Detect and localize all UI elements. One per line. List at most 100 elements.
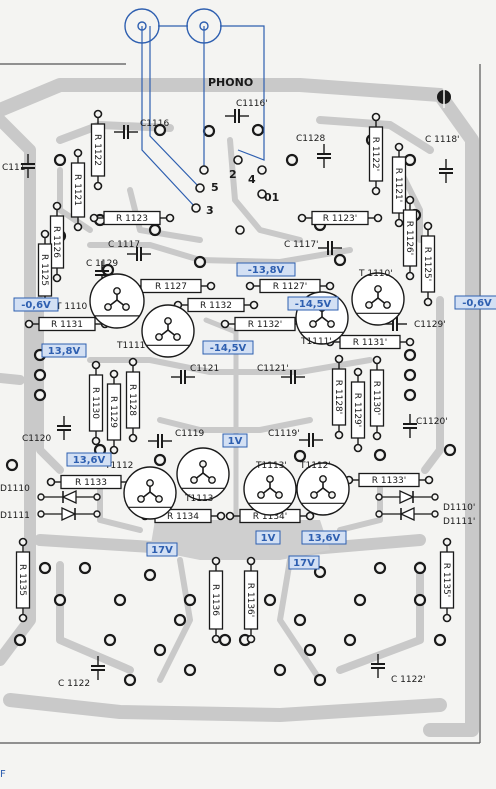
transistor: T1113 — [176, 447, 230, 504]
resistor-label: R 1125 — [39, 254, 49, 286]
resistor-R1128: R 1128 — [125, 357, 141, 443]
voltage-tag: 17V — [288, 555, 320, 570]
resistor-R1126-b: R 1126' — [402, 195, 418, 281]
resistor-label: R 1131 — [51, 320, 83, 330]
resistor-body — [420, 235, 436, 293]
pad — [183, 593, 197, 607]
resistor-body — [402, 209, 418, 267]
pad — [153, 643, 167, 657]
pad — [153, 123, 167, 137]
phono-title: PHONO — [208, 76, 253, 89]
diode: D1111 — [0, 506, 101, 522]
capacitor-label: C111 — [2, 163, 25, 173]
resistor-body — [368, 126, 384, 182]
voltage-tag: -14,5V — [287, 296, 339, 311]
voltage-tag: -13,8V — [236, 262, 296, 277]
voltage-value: 17V — [293, 558, 315, 569]
pad — [183, 663, 197, 677]
pad — [33, 388, 47, 402]
resistor-body — [208, 570, 224, 630]
resistor-label: R 1136 — [210, 584, 220, 616]
transistor: T 1110' — [351, 269, 405, 326]
resistor-body — [369, 369, 385, 427]
phono-pin-3: 3 — [206, 204, 214, 217]
pad — [148, 223, 162, 237]
resistor-body — [49, 215, 65, 269]
resistor-R1129: R 1129 — [106, 369, 122, 455]
capacitor-label: C1129' — [414, 320, 446, 330]
capacitor-label: C 1129 — [86, 259, 118, 269]
resistor-label: R 1132' — [248, 320, 283, 330]
pad — [13, 633, 27, 647]
voltage-value: 13,6V — [308, 533, 341, 544]
resistor-R1134: R 1134 — [140, 508, 226, 524]
capacitor-label: C1116 — [140, 119, 169, 129]
resistor-R1121-b: R 1121' — [391, 142, 407, 228]
resistor-label: R 1136' — [245, 583, 255, 618]
resistor-label: R 1122 — [92, 134, 102, 166]
corner-mark: F — [0, 769, 6, 780]
resistor-label: R 1132 — [200, 301, 232, 311]
phono-pin-5: 5 — [211, 181, 219, 194]
pad — [373, 561, 387, 575]
diode: D1110 — [0, 484, 101, 505]
phono-jack-right[interactable] — [186, 8, 222, 44]
pad — [403, 348, 417, 362]
mounting-hole-icon — [437, 86, 451, 108]
resistor-label: R 1135 — [17, 564, 27, 596]
resistor-body — [358, 472, 420, 488]
voltage-value: 1V — [228, 436, 243, 447]
resistor-body — [331, 368, 347, 426]
phono-pin-4: 4 — [248, 173, 256, 186]
resistor-body — [439, 551, 455, 609]
capacitor-label: C1120 — [22, 434, 51, 444]
resistor-R1131: R 1131 — [24, 316, 110, 332]
pad — [433, 633, 447, 647]
transistor-label: T1113 — [184, 494, 213, 504]
voltage-value: -14,5V — [210, 343, 247, 354]
pad — [103, 633, 117, 647]
pad — [113, 593, 127, 607]
resistor-body — [234, 316, 296, 332]
voltage-value: -14,5V — [295, 299, 332, 310]
diode-label: D1110 — [0, 484, 30, 494]
transistor-label: T1113' — [255, 461, 287, 471]
resistor-R1131-b: R 1131' — [325, 334, 415, 350]
capacitor: C1116' — [225, 99, 268, 123]
capacitor-label: C1121' — [257, 364, 289, 374]
capacitor: C1120 — [22, 416, 71, 444]
resistor-label: R 1126 — [51, 226, 61, 258]
pad — [143, 568, 157, 582]
voltage-tag: 1V — [255, 530, 281, 545]
pad — [53, 593, 67, 607]
diode: D1110' — [375, 489, 475, 513]
resistor-label: R 1123 — [116, 214, 148, 224]
phono-jack-left[interactable] — [124, 8, 160, 44]
capacitor: C1121 — [171, 364, 219, 384]
resistor-label: R 1130 — [90, 387, 100, 419]
resistor-R1129-b: R 1129' — [350, 367, 366, 453]
capacitor: C1119' — [268, 429, 323, 447]
voltage-value: 13,6V — [73, 455, 106, 466]
capacitor: C 1122 — [58, 656, 105, 689]
capacitor-label: C 1122' — [391, 675, 426, 685]
voltage-value: 17V — [151, 545, 173, 556]
pad — [353, 593, 367, 607]
transistor: T1113' — [243, 461, 297, 516]
resistor-body — [243, 570, 259, 630]
resistor-body — [391, 156, 407, 214]
resistor-R1128-b: R 1128' — [331, 354, 347, 440]
pad — [403, 388, 417, 402]
transistor: T1112' — [296, 461, 350, 516]
capacitor: C 1117 — [108, 240, 151, 261]
capacitor-label: C 1117' — [284, 240, 319, 250]
phono-wiring — [141, 25, 265, 209]
capacitor: C1116 — [114, 119, 169, 139]
capacitor: C 1122' — [371, 654, 426, 685]
resistor-R1127-b: R 1127' — [245, 278, 335, 294]
voltage-value: -0,6V — [21, 300, 51, 311]
resistor-R1121: R 1121 — [70, 148, 86, 232]
pad — [193, 255, 207, 269]
resistor-R1122: R 1122 — [90, 109, 106, 191]
